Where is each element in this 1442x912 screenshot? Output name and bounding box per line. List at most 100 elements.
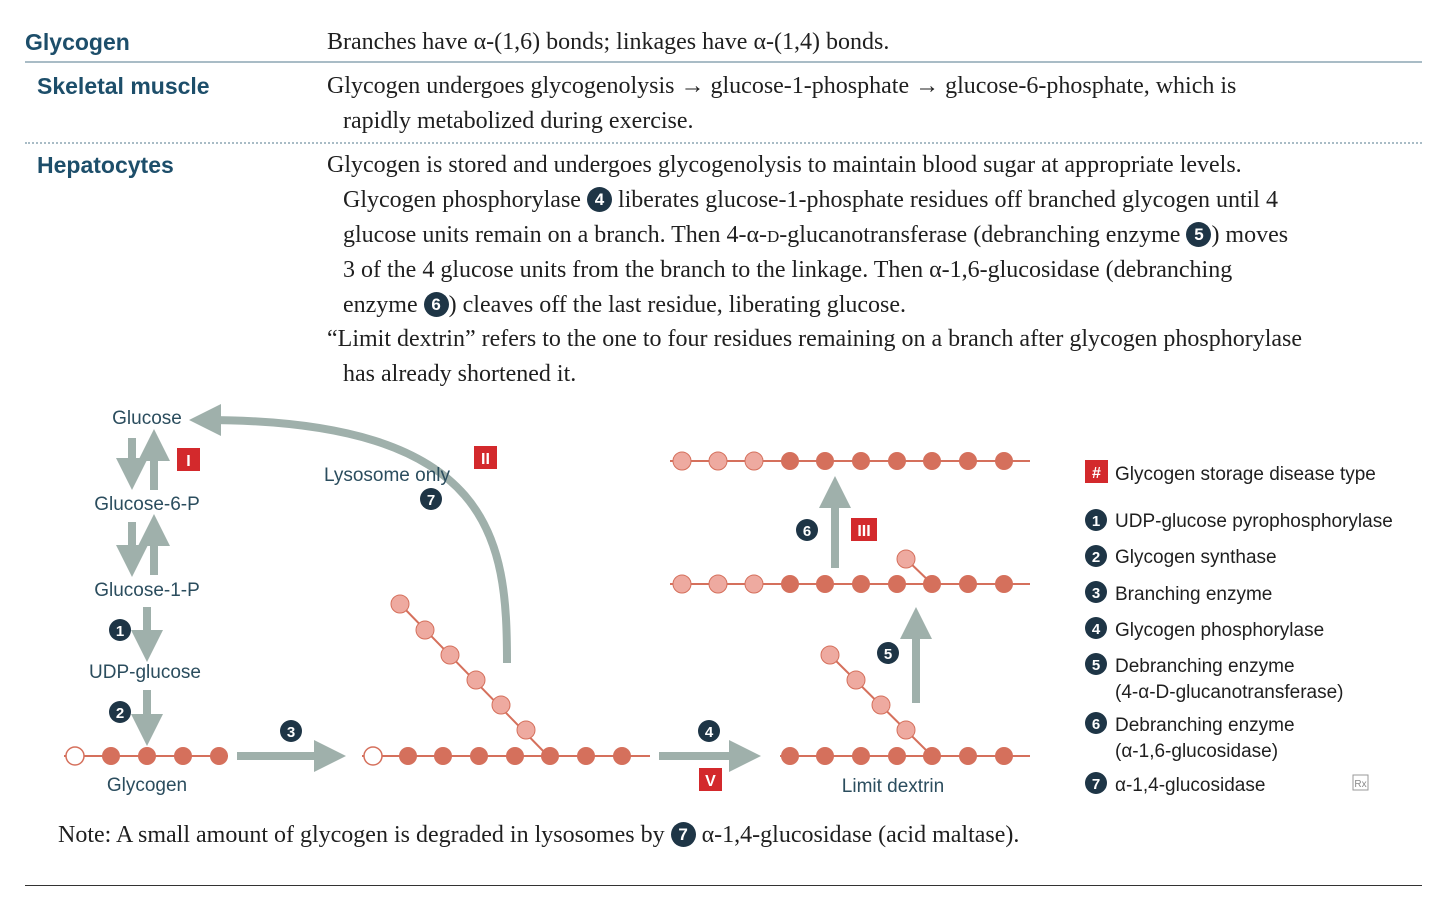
separator-solid xyxy=(25,61,1422,63)
row-text-hepatocytes-1: Glycogen is stored and undergoes glycoge… xyxy=(327,152,1242,178)
glucose-residue xyxy=(846,670,866,690)
legend-badge-icon: # xyxy=(1085,460,1108,483)
legend-num-1-icon: 1 xyxy=(1085,509,1107,531)
svg-text:II: II xyxy=(481,451,490,468)
row-text-hepatocytes-3: glucose units remain on a branch. Then 4… xyxy=(327,218,1288,254)
svg-text:7: 7 xyxy=(1092,776,1100,793)
glucose-residue xyxy=(613,747,631,765)
legend-title: Glycogen storage disease type xyxy=(1115,464,1376,485)
legend: # Glycogen storage disease type 1 UDP-gl… xyxy=(1085,460,1393,796)
svg-text:2: 2 xyxy=(116,705,124,722)
glucose-residue xyxy=(820,645,840,665)
legend-item-1: UDP-glucose pyrophosphorylase xyxy=(1115,511,1393,532)
glucose-residue xyxy=(541,747,559,765)
label-glucose-1-p: Glucose-1-P xyxy=(94,580,200,601)
note-prefix: Note: A small amount of glycogen is degr… xyxy=(58,822,671,848)
svg-text:7: 7 xyxy=(427,492,435,509)
bottom-rule xyxy=(25,885,1422,886)
svg-text:#: # xyxy=(1092,465,1101,482)
legend-num-4-icon: 4 xyxy=(1085,617,1107,639)
legend-item-6-line-1: Debranching enzyme xyxy=(1115,715,1295,736)
label-udp-glucose: UDP-glucose xyxy=(89,662,201,683)
svg-text:V: V xyxy=(705,773,716,790)
glucose-residue xyxy=(923,452,941,470)
text-span: Glycogen phosphorylase xyxy=(343,187,587,213)
svg-text:6: 6 xyxy=(1092,716,1100,733)
step-number-5-icon: 5 xyxy=(1186,222,1212,247)
label-glycogen: Glycogen xyxy=(107,775,187,796)
legend-item-3: Branching enzyme xyxy=(1115,584,1272,605)
step-number-4-icon: 4 xyxy=(698,720,720,742)
svg-text:6: 6 xyxy=(803,523,811,540)
legend-item-7: α-1,4-glucosidase xyxy=(1115,775,1265,796)
glucose-residue xyxy=(888,575,906,593)
step-number-6-icon: 6 xyxy=(796,519,818,541)
glucose-residue xyxy=(399,747,417,765)
svg-text:3: 3 xyxy=(1092,585,1100,602)
disease-badge-V: V xyxy=(699,768,722,791)
glucose-residue xyxy=(744,451,764,471)
svg-text:2: 2 xyxy=(1092,549,1100,566)
step-number-1-icon: 1 xyxy=(109,619,131,641)
label-glucose-6-p: Glucose-6-P xyxy=(94,494,200,515)
legend-item-5-line-1: Debranching enzyme xyxy=(1115,656,1295,677)
text-span: liberates glucose-1-phosphate residues o… xyxy=(611,187,1278,213)
step-number-2-icon: 2 xyxy=(109,701,131,723)
small-caps-d: D xyxy=(767,227,780,246)
legend-item-6-line-2: (α-1,6-glucosidase) xyxy=(1115,741,1278,762)
label-limit-dextrin: Limit dextrin xyxy=(842,776,944,797)
glucose-residue xyxy=(708,574,728,594)
glucose-residue xyxy=(470,747,488,765)
glucose-residue xyxy=(781,452,799,470)
row-text-skeletal-muscle-1: Glycogen undergoes glycogenolysis → gluc… xyxy=(327,73,1237,99)
glucose-residue xyxy=(466,670,486,690)
glucose-residue xyxy=(102,747,120,765)
legend-num-6-icon: 6 xyxy=(1085,712,1107,734)
row-text-hepatocytes-4: 3 of the 4 glucose units from the branch… xyxy=(343,257,1233,283)
glucose-residue xyxy=(816,747,834,765)
row-heading-hepatocytes: Hepatocytes xyxy=(37,152,174,178)
glucose-residue xyxy=(516,720,536,740)
disease-badge-III: III xyxy=(851,518,877,541)
row-text-hepatocytes-7: has already shortened it. xyxy=(343,361,577,387)
glucose-residue xyxy=(896,720,916,740)
svg-text:5: 5 xyxy=(884,646,892,663)
step-number-6-icon: 6 xyxy=(423,292,449,317)
glucose-residue xyxy=(434,747,452,765)
glucose-residue xyxy=(174,747,192,765)
glucose-residue xyxy=(852,575,870,593)
disease-badge-I: I xyxy=(177,448,200,471)
glucose-residue xyxy=(816,452,834,470)
glucose-residue xyxy=(896,549,916,569)
text-span: -glucanotransferase (debranching enzyme xyxy=(779,222,1187,248)
note-text: Note: A small amount of glycogen is degr… xyxy=(58,818,1019,853)
glucose-residue xyxy=(781,575,799,593)
glucose-residue xyxy=(744,574,764,594)
svg-text:Rx: Rx xyxy=(1354,779,1366,790)
glucose-residue xyxy=(138,747,156,765)
text-span: enzyme xyxy=(343,292,424,318)
glucose-residue xyxy=(852,747,870,765)
glucose-residue xyxy=(440,645,460,665)
glucose-residue xyxy=(781,747,799,765)
row-text-hepatocytes-6: “Limit dextrin” refers to the one to fou… xyxy=(327,326,1302,352)
row-text-glycogen: Branches have α-(1,6) bonds; linkages ha… xyxy=(327,29,890,55)
pathway-arrows-left xyxy=(116,404,932,772)
text-span: glucose units remain on a branch. Then 4… xyxy=(343,222,768,248)
legend-item-5-line-2: (4-α-D-glucanotransferase) xyxy=(1115,682,1344,703)
svg-text:III: III xyxy=(857,523,870,540)
glucose-residue xyxy=(816,575,834,593)
glucose-residue xyxy=(491,695,511,715)
row-heading-skeletal-muscle: Skeletal muscle xyxy=(37,73,210,99)
glucose-residue xyxy=(871,695,891,715)
step-number-5-icon: 5 xyxy=(877,642,899,664)
svg-text:1: 1 xyxy=(1092,513,1100,530)
glucose-residue xyxy=(923,747,941,765)
glucose-residue xyxy=(959,452,977,470)
glucose-residue xyxy=(390,594,410,614)
glucose-residue xyxy=(995,575,1013,593)
glucose-residue xyxy=(959,575,977,593)
glucose-residue xyxy=(672,574,692,594)
glucose-residue xyxy=(959,747,977,765)
